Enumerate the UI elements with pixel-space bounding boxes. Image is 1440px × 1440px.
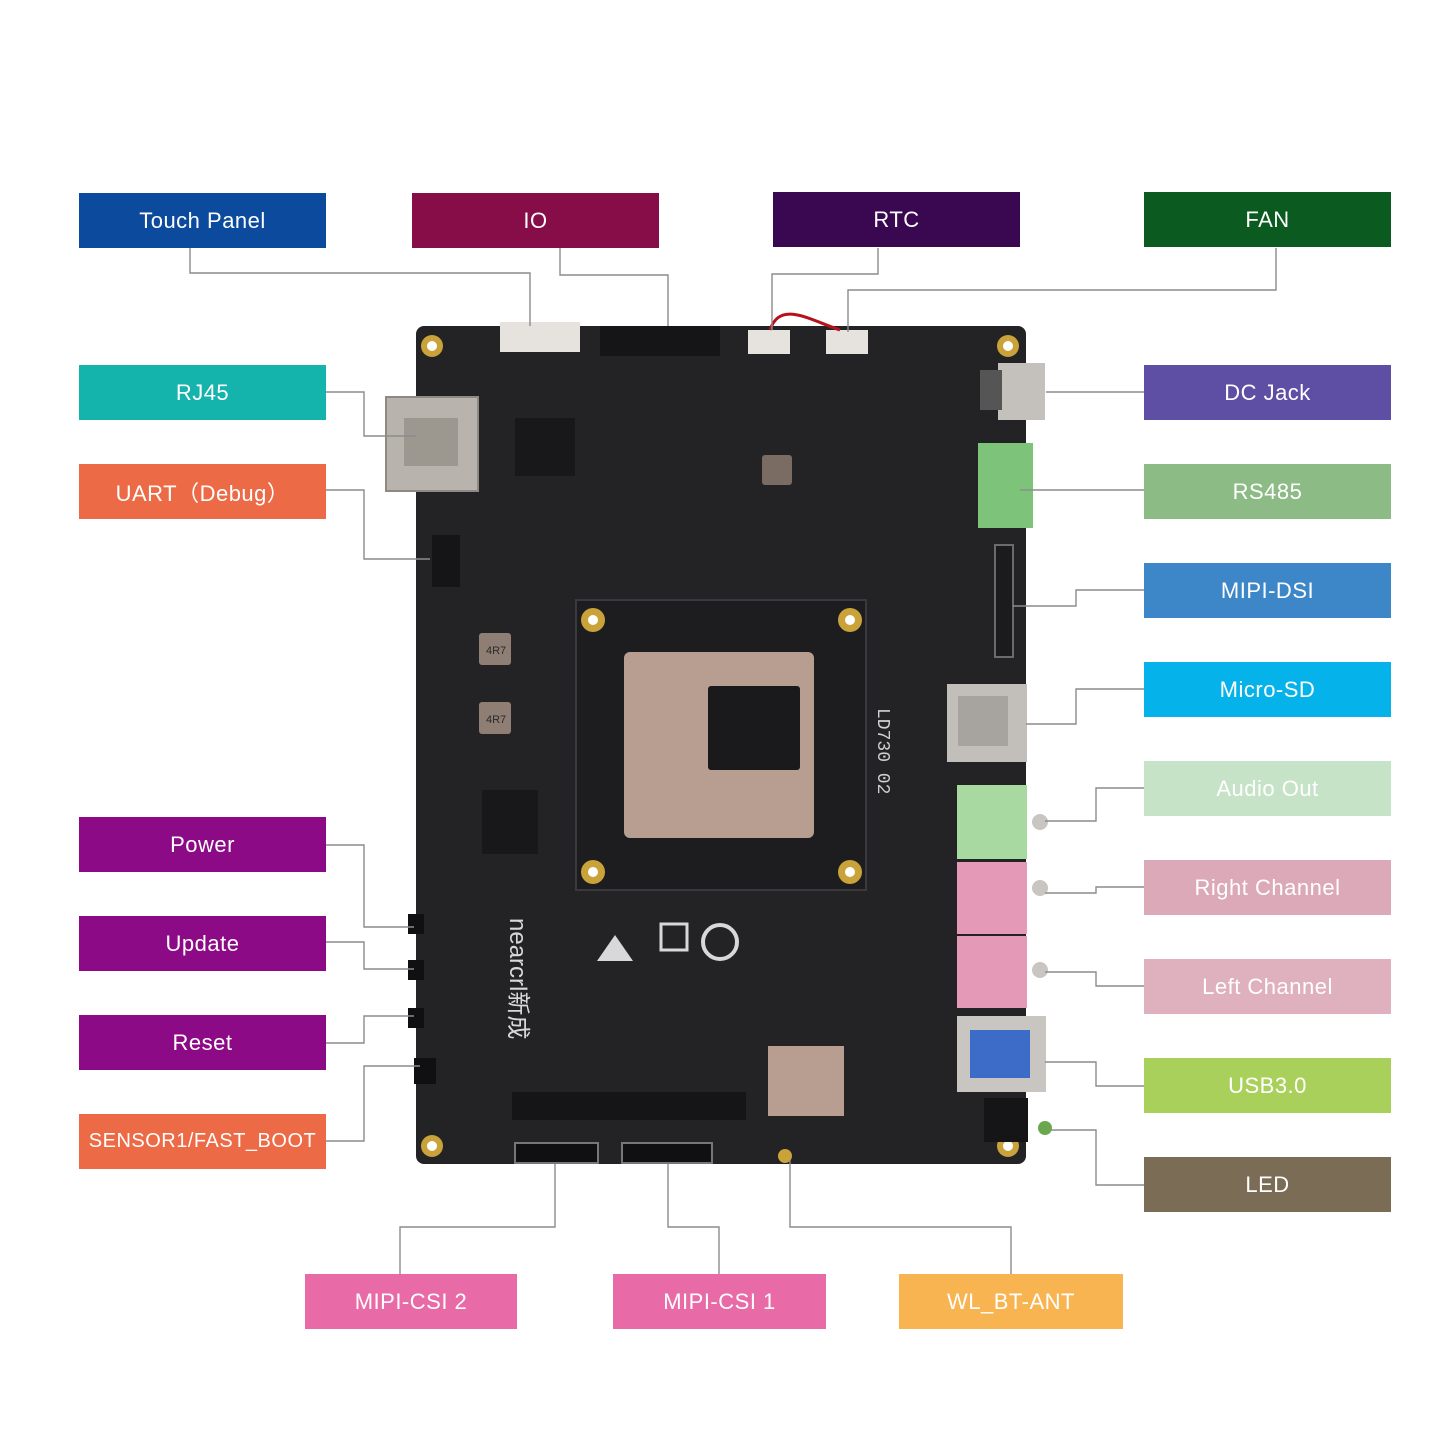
fan-connector [826,330,868,354]
label-touch-panel: Touch Panel [79,193,326,248]
update-button [408,960,424,980]
label-fan: FAN [1144,192,1391,247]
power-button [408,914,424,934]
label-reset-text: Reset [172,1029,233,1055]
label-dc-jack: DC Jack [1144,365,1391,420]
wifi-module [768,1046,844,1116]
label-reset: Reset [79,1015,326,1070]
label-left-channel-text: Left Channel [1202,973,1333,999]
reset-button [408,1008,424,1028]
label-rj45-text: RJ45 [175,379,230,405]
label-mipi-csi-1: MIPI-CSI 1 [613,1274,826,1329]
chip-left [482,790,538,854]
rs485-terminal [978,443,1033,528]
label-io: IO [412,193,659,248]
mipi-csi-1-connector [621,1142,713,1164]
label-rs485-text: RS485 [1232,478,1303,504]
label-sensor1-fast-boot: SENSOR1/FAST_BOOT [79,1114,326,1169]
right-channel-jack [957,862,1027,934]
label-rtc-text: RTC [873,206,920,232]
label-dc-jack-text: DC Jack [1224,379,1311,405]
label-sensor1-fast-boot-text: SENSOR1/FAST_BOOT [88,1130,317,1152]
io-header [600,326,720,356]
label-mipi-csi-2-text: MIPI-CSI 2 [354,1288,468,1314]
micro-sd-inner [958,696,1008,746]
label-right-channel: Right Channel [1144,860,1391,915]
inductor-3 [762,455,792,485]
label-usb30-text: USB3.0 [1228,1072,1307,1098]
label-micro-sd: Micro-SD [1144,662,1391,717]
label-io-text: IO [523,207,548,233]
uart-header [432,535,460,587]
label-touch-panel-text: Touch Panel [139,207,266,233]
label-uart-debug: UART（Debug） [79,464,326,519]
usb3-tongue [970,1030,1030,1078]
board-brand-text: nearcrl新成 [504,918,531,1039]
label-update-text: Update [165,930,240,956]
led-component [984,1098,1028,1142]
label-audio-out-text: Audio Out [1216,775,1319,801]
mipi-dsi-connector [994,544,1014,658]
label-rtc: RTC [773,192,1020,247]
label-rs485: RS485 [1144,464,1391,519]
label-mipi-csi-1-text: MIPI-CSI 1 [663,1288,776,1314]
chip-top [515,418,575,476]
label-mipi-dsi: MIPI-DSI [1144,563,1391,618]
left-channel-jack [957,936,1027,1008]
label-wl-bt-ant: WL_BT-ANT [899,1274,1123,1329]
label-wl-bt-ant-text: WL_BT-ANT [947,1288,1075,1314]
mipi-csi-header-strip [512,1092,746,1120]
board-model-text: LD730 02 [872,708,892,794]
inductor-1 [479,633,511,665]
sensor1-fast-boot-switch [414,1058,436,1084]
label-audio-out: Audio Out [1144,761,1391,816]
weee-icon [659,922,689,952]
label-led-text: LED [1245,1171,1290,1197]
soc-chip [708,686,800,770]
label-update: Update [79,916,326,971]
audio-out-jack [957,785,1027,859]
label-left-channel: Left Channel [1144,959,1391,1014]
dc-jack-body [980,370,1002,410]
antenna-connector [778,1149,792,1163]
pb-free-icon [701,923,739,961]
inductor-2 [479,702,511,734]
label-power-text: Power [170,831,235,857]
label-usb30: USB3.0 [1144,1058,1391,1113]
label-uart-debug-text: UART（Debug） [115,480,290,506]
label-mipi-csi-2: MIPI-CSI 2 [305,1274,517,1329]
label-mipi-dsi-text: MIPI-DSI [1220,577,1315,603]
label-fan-text: FAN [1245,206,1290,232]
inductor-label-1: 4R7 [486,645,506,657]
dc-jack-port [998,363,1045,420]
esd-warning-icon [597,935,633,961]
label-right-channel-text: Right Channel [1194,874,1341,900]
label-led: LED [1144,1157,1391,1212]
label-power: Power [79,817,326,872]
touch-panel-connector [500,322,580,352]
label-micro-sd-text: Micro-SD [1219,676,1316,702]
rj45-inner [404,418,458,466]
som-holes [581,608,862,884]
label-rj45: RJ45 [79,365,326,420]
inductor-label-2: 4R7 [486,714,506,726]
rtc-connector [748,330,790,354]
mipi-csi-2-connector [514,1142,599,1164]
